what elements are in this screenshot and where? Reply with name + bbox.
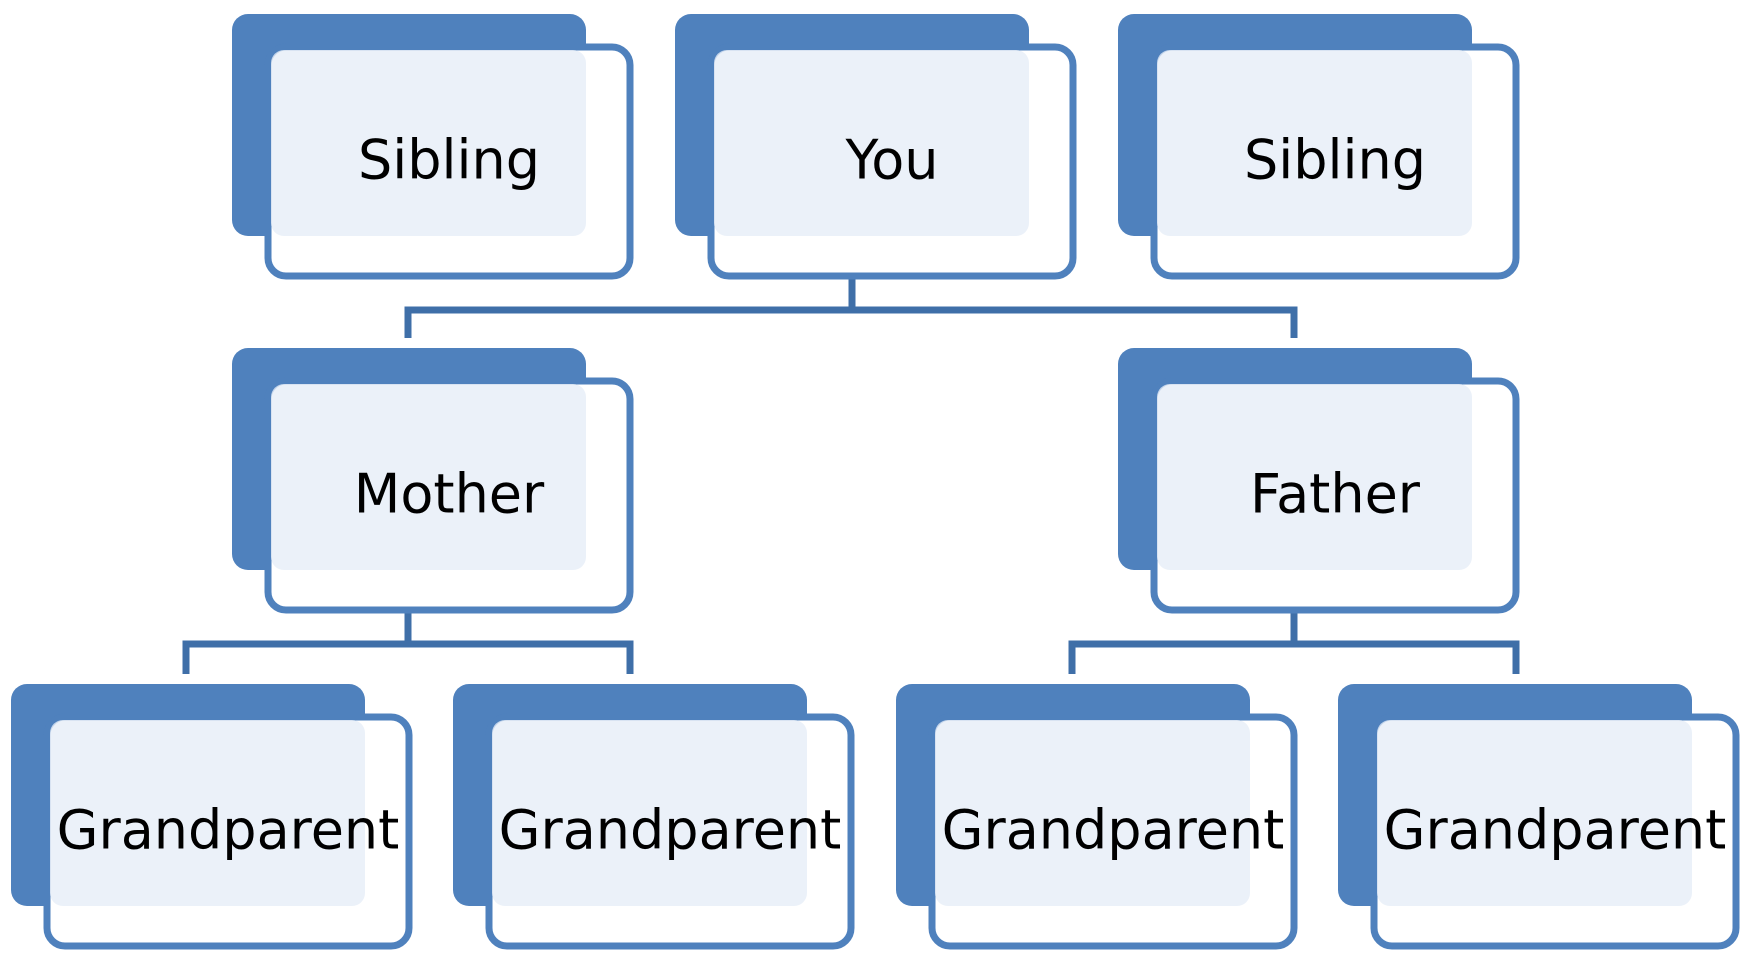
node-inner-panel	[935, 720, 1250, 906]
node-label: Grandparent	[1384, 799, 1727, 862]
node-label: Sibling	[358, 129, 540, 192]
node-father: Father	[1118, 348, 1520, 614]
node-sibling-left: Sibling	[232, 14, 634, 280]
node-grandparent-2: Grandparent	[453, 684, 855, 950]
node-label: Mother	[354, 463, 545, 526]
node-label: Father	[1250, 463, 1421, 526]
node-inner-panel	[271, 384, 586, 570]
node-grandparent-3: Grandparent	[896, 684, 1298, 950]
node-label: Sibling	[1244, 129, 1426, 192]
node-grandparent-1: Grandparent	[11, 684, 413, 950]
node-label: Grandparent	[499, 799, 842, 862]
node-label: Grandparent	[942, 799, 1285, 862]
node-inner-panel	[271, 50, 586, 236]
node-grandparent-4: Grandparent	[1338, 684, 1740, 950]
node-label: Grandparent	[57, 799, 400, 862]
node-inner-panel	[1157, 384, 1472, 570]
node-label: You	[844, 129, 938, 192]
node-inner-panel	[50, 720, 365, 906]
node-sibling-right: Sibling	[1118, 14, 1520, 280]
node-mother: Mother	[232, 348, 634, 614]
node-inner-panel	[1377, 720, 1692, 906]
node-you: You	[675, 14, 1077, 280]
node-inner-panel	[492, 720, 807, 906]
node-inner-panel	[1157, 50, 1472, 236]
node-inner-panel	[714, 50, 1029, 236]
